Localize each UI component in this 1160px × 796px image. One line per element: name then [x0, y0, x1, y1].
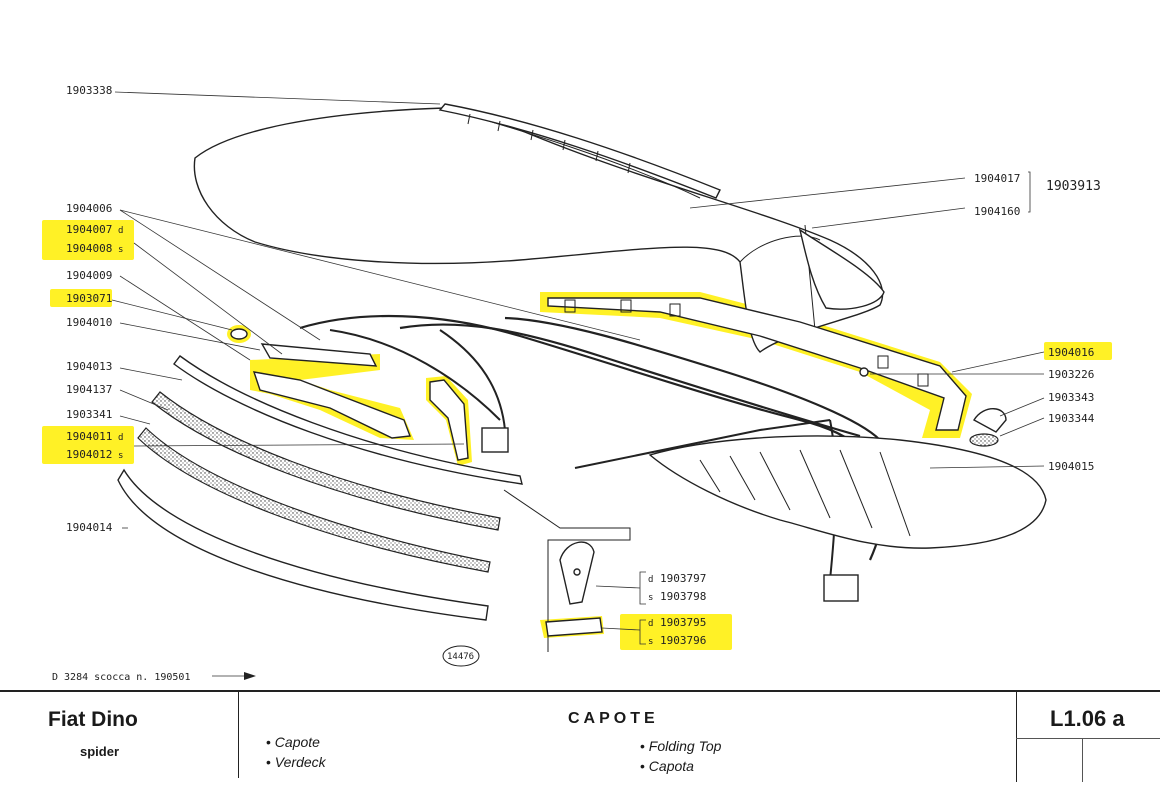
section-names-left: Capote Verdeck [266, 732, 326, 772]
label-1903071: 1903071 [66, 292, 112, 305]
title-block-model-cell: Fiat Dino spider [0, 692, 239, 778]
section-name-it: Capote [266, 732, 326, 752]
label-1904011: 1904011 [66, 430, 112, 443]
hook-1903795 [545, 617, 603, 637]
section-name-es: Capota [640, 756, 721, 776]
latch-bracket [429, 379, 469, 461]
folding-top-drawing [117, 103, 1047, 652]
section-name-en: Folding Top [640, 736, 722, 756]
label-1904007: 1904007 [66, 223, 112, 236]
label-1904017: 1904017 [974, 172, 1020, 185]
label-1903913: 1903913 [1046, 179, 1101, 194]
chassis-note: D 3284 scocca n. 190501 [52, 672, 190, 683]
label-1903341: 1903341 [66, 408, 112, 421]
header-seal-lower [137, 427, 491, 573]
part-labels: 1903338 1904006 1904007 d 1904008 s 1904… [52, 84, 1101, 683]
highlight-1904007-1904008 [42, 220, 134, 260]
side-mark-d-1903797: d [648, 575, 653, 585]
hinge-arm-lower [252, 371, 411, 439]
figure-number: 14476 [447, 652, 474, 662]
label-1904013: 1904013 [66, 360, 112, 373]
highlight-1904011-1904012 [42, 426, 134, 464]
label-1903343: 1903343 [1048, 391, 1094, 404]
frame-base-plate [823, 574, 859, 602]
label-1904010: 1904010 [66, 316, 112, 329]
page-code: L1.06 a [1050, 706, 1125, 731]
side-mark-s-1903798: s [648, 593, 653, 603]
label-1903796: 1903796 [660, 634, 706, 647]
label-1904160: 1904160 [974, 205, 1020, 218]
label-1903338: 1903338 [66, 84, 112, 97]
hinge-plate [481, 427, 509, 453]
highlight-1903795-1903796 [620, 614, 732, 650]
title-block: Fiat Dino spider CAPOTE Capote Verdeck F… [0, 690, 1160, 796]
boot-cover [648, 435, 1047, 549]
side-mark-d-1904011: d [118, 433, 123, 443]
label-1904008: 1904008 [66, 242, 112, 255]
label-1903798: 1903798 [660, 590, 706, 603]
header-bar [173, 355, 523, 485]
side-mark-s-1904008: s [118, 245, 123, 255]
clip-1903343 [973, 408, 1007, 433]
label-1904012: 1904012 [66, 448, 112, 461]
header-seal-upper [151, 391, 501, 531]
section-names-right: Folding Top Capota [640, 736, 722, 776]
highlight-1903071 [50, 289, 112, 307]
header-trim [117, 468, 489, 621]
rear-rail [547, 297, 967, 431]
section-title: CAPOTE [568, 710, 659, 727]
figure-number-oval [442, 645, 480, 667]
top-edge-strip [438, 103, 721, 199]
soft-top-fabric [193, 107, 884, 353]
model-variant: spider [80, 744, 120, 759]
label-1904137: 1904137 [66, 383, 112, 396]
side-mark-s-1903796: s [648, 637, 653, 647]
label-1904006: 1904006 [66, 202, 112, 215]
side-mark-s-1904012: s [118, 451, 123, 461]
label-1904009: 1904009 [66, 269, 112, 282]
label-1903797: 1903797 [660, 572, 706, 585]
hinge-arm-upper [260, 343, 378, 367]
plug [230, 328, 248, 340]
frame-bow-middle [399, 323, 861, 438]
label-1904014: 1904014 [66, 521, 113, 534]
label-1904015: 1904015 [1048, 460, 1094, 473]
model-name: Fiat Dino [48, 708, 138, 731]
code-cell-rule [1016, 738, 1160, 739]
side-mark-d-1904007: d [118, 226, 123, 236]
title-block-code-cell [1016, 692, 1160, 782]
leader-lines [111, 91, 1045, 680]
side-mark-d-1903795: d [648, 619, 653, 629]
section-name-de: Verdeck [266, 752, 326, 772]
highlight-1904016 [1044, 342, 1112, 360]
code-cell-divider [1082, 738, 1083, 782]
label-1903344: 1903344 [1048, 412, 1095, 425]
screw-1903226 [859, 367, 869, 377]
rear-window [798, 228, 885, 310]
grommet-1903344 [969, 433, 999, 447]
label-1903795: 1903795 [660, 616, 706, 629]
label-1904016: 1904016 [1048, 346, 1094, 359]
label-1903226: 1903226 [1048, 368, 1094, 381]
